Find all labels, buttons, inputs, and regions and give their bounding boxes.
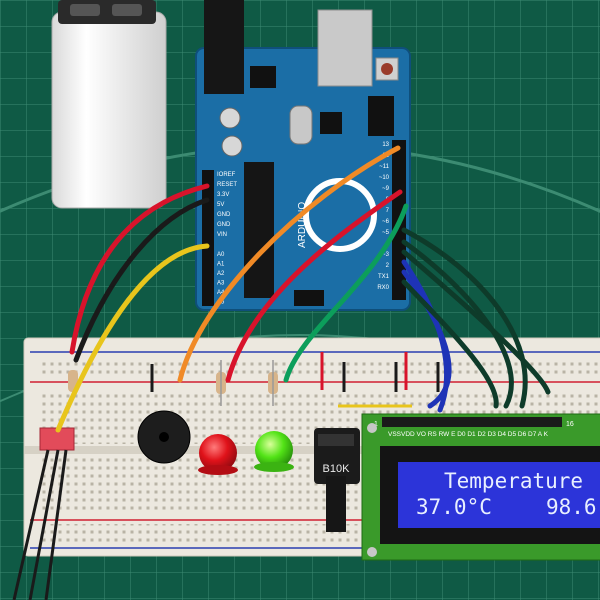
power-label: GND [217, 222, 231, 228]
power-label: RESET [217, 182, 237, 188]
green-wire [283, 203, 409, 383]
arduino-board: ARDUINO IOREF RESET 3.3V 5V GND GND VIN A0A1A2… [195, 0, 411, 311]
digital-label: ~6 [382, 219, 390, 225]
lcd-screen [398, 462, 600, 528]
dark-wire-1 [401, 227, 528, 409]
power-label: 5V [217, 202, 224, 208]
digital-label: 13 [382, 142, 389, 148]
red-led [198, 434, 238, 475]
blue-wire-2 [401, 269, 452, 409]
microcontroller-chip [244, 162, 274, 298]
digital-label: 7 [386, 208, 390, 214]
lcd-pin-count-label: 16 [566, 421, 574, 428]
jumper-wires [55, 145, 551, 433]
power-label: VIN [217, 232, 227, 238]
red-wire-5v [69, 183, 210, 355]
power-label: IOREF [217, 172, 236, 178]
digital-label: ~11 [379, 164, 389, 170]
digital-label: ~10 [379, 175, 390, 181]
lcd-line-2-left: 37.0°C [416, 495, 492, 519]
potentiometer-label: B10K [323, 463, 351, 475]
digital-label: ~9 [382, 186, 390, 192]
lcd-header-labels: VSSVDD VO RS RW E D0 D1 D2 D3 D4 D5 D6 D… [388, 431, 549, 438]
temperature-sensor [12, 427, 75, 600]
usb-connector [317, 9, 373, 87]
lcd-line-1: Temperature [444, 469, 583, 493]
lcd-module: VSSVDD VO RS RW E D0 D1 D2 D3 D4 D5 D6 D… [361, 413, 600, 561]
analog-label: A0 [217, 252, 225, 258]
digital-label: TX1 [378, 274, 390, 280]
yellow-wire-a0 [55, 243, 210, 433]
analog-label: A3 [217, 281, 225, 287]
lcd-pin-one-label: 1 [374, 421, 378, 428]
analog-label: A4 [217, 290, 225, 296]
potentiometer: B10K [314, 428, 360, 532]
resistor-1 [216, 360, 226, 406]
resistor-2 [268, 360, 278, 406]
digital-label: ~5 [382, 230, 390, 236]
dark-wire-4 [401, 279, 499, 409]
battery-9v [51, 0, 167, 209]
power-header-labels: IOREF RESET 3.3V 5V GND GND VIN [217, 172, 237, 238]
digital-label: ~3 [382, 252, 390, 258]
board-brand: ARDUINO [297, 202, 308, 248]
dark-wire-3 [401, 249, 551, 395]
digital-label: 2 [386, 263, 390, 269]
green-led [254, 431, 294, 472]
power-label: 3.3V [217, 192, 229, 198]
orange-wire [177, 145, 401, 383]
digital-label: RX0 [377, 285, 389, 291]
power-label: GND [217, 212, 231, 218]
black-wire-gnd [73, 197, 210, 363]
dc-jack [204, 0, 244, 94]
analog-header [202, 250, 214, 306]
buzzer [137, 410, 191, 464]
analog-label: A2 [217, 271, 225, 277]
power-header [202, 170, 214, 250]
analog-label: A1 [217, 262, 225, 268]
red-wire-led [225, 189, 403, 383]
lcd-line-2-right: 98.6 [546, 495, 597, 519]
